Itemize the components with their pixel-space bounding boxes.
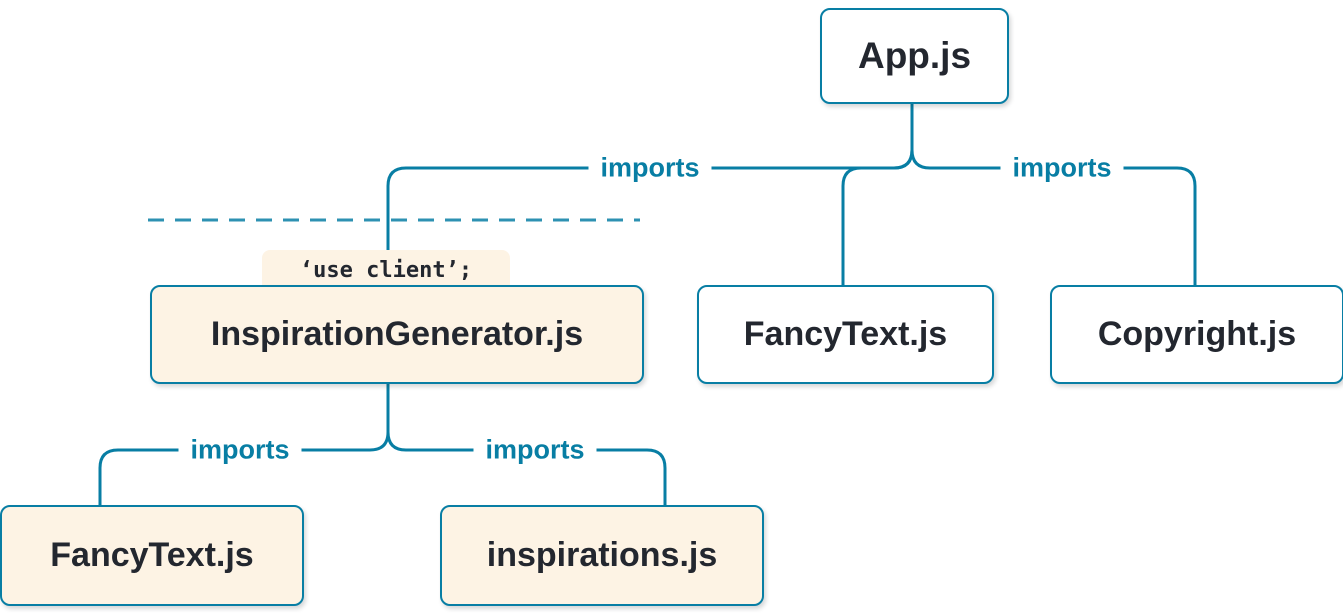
imports-label-app-left: imports xyxy=(588,152,712,184)
node-fancy-text-top: FancyText.js xyxy=(697,285,994,384)
node-inspirations: inspirations.js xyxy=(440,505,764,606)
edge-app-to-fancytext xyxy=(841,100,914,285)
use-client-directive: ‘use client’; xyxy=(262,250,510,290)
node-copyright: Copyright.js xyxy=(1050,285,1343,384)
edge-app-to-copyright xyxy=(910,100,1197,285)
node-fancy-text-bottom: FancyText.js xyxy=(0,505,304,606)
node-inspiration-generator: InspirationGenerator.js xyxy=(150,285,644,384)
imports-label-app-right: imports xyxy=(1000,152,1124,184)
imports-label-generator-left: imports xyxy=(178,434,302,466)
node-app: App.js xyxy=(820,8,1009,104)
imports-label-generator-right: imports xyxy=(473,434,597,466)
